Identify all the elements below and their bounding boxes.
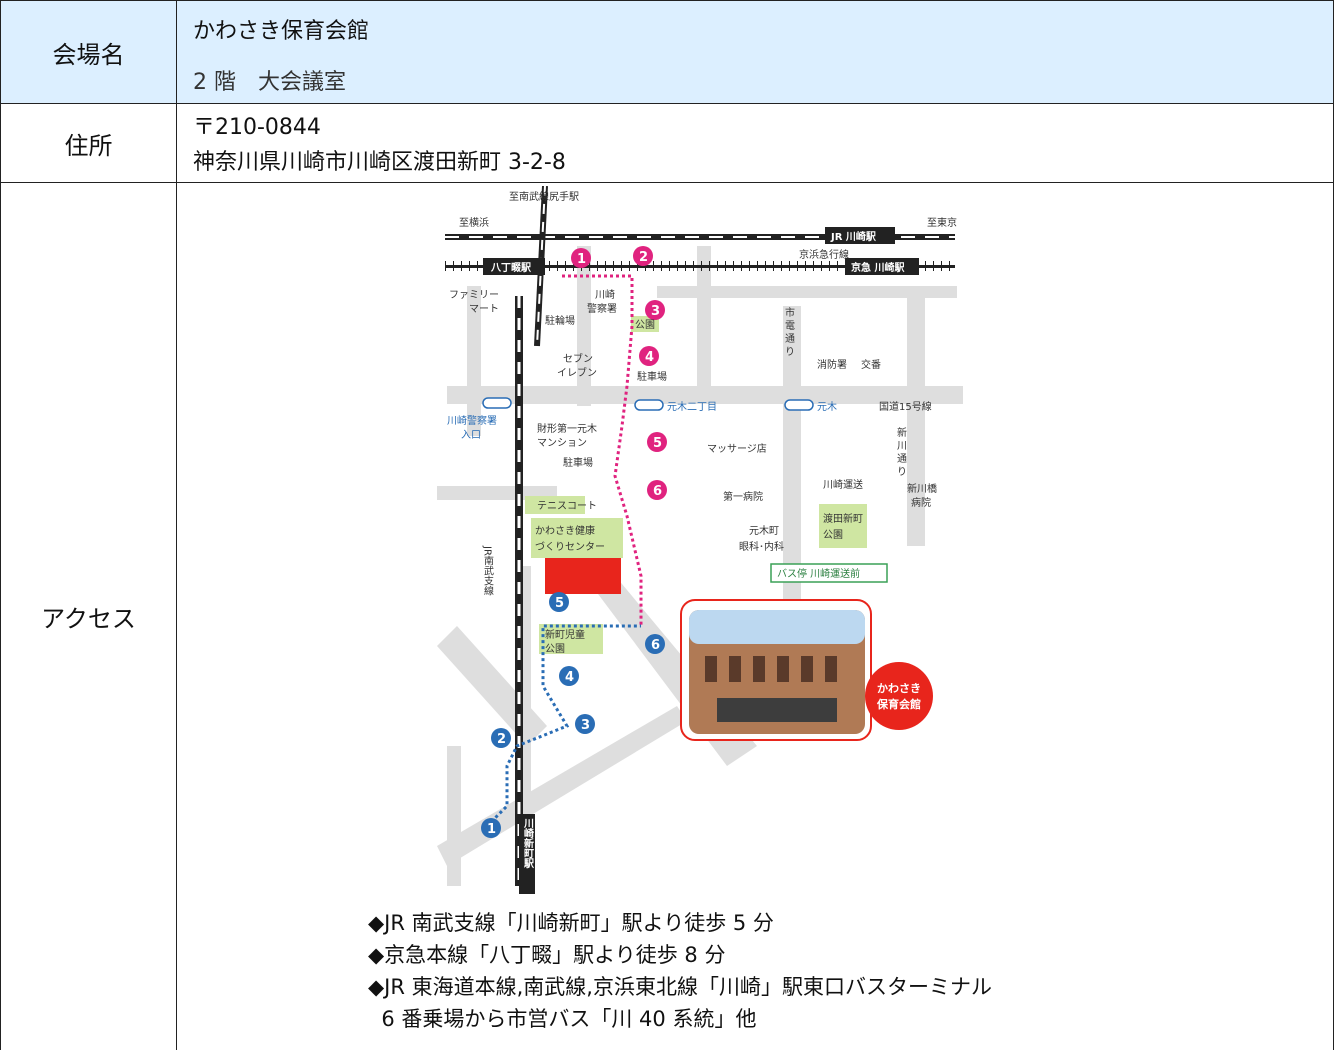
blue-route xyxy=(485,624,641,828)
label-fire-station: 消防署 xyxy=(817,358,847,371)
label-police-2: 警察署 xyxy=(587,302,617,315)
label-motokicho-1: 元木町 xyxy=(749,525,779,537)
label-hall-2: 保育会館 xyxy=(876,697,921,711)
svg-text:4: 4 xyxy=(565,670,574,685)
access-map: 1 2 3 4 5 6 1 2 3 4 5 6 xyxy=(427,185,971,894)
label-watarida-park-1: 渡田新町 xyxy=(823,512,863,525)
label-shiden-3: 通 xyxy=(785,333,795,345)
svg-text:4: 4 xyxy=(645,350,654,365)
pink-route xyxy=(562,274,643,626)
label-jr-kawasaki: JR 川崎駅 xyxy=(830,230,877,243)
label-to-shiriate: 至南武線尻手駅 xyxy=(509,190,579,203)
hall-photo xyxy=(680,599,933,741)
label-hatchonawate: 八丁畷駅 xyxy=(490,261,532,274)
label-keikyu-line: 京浜急行線 xyxy=(799,248,849,261)
hall-marker xyxy=(545,558,621,594)
label-shiden-2: 電 xyxy=(785,320,795,332)
label-shinmachi-park-1: 新町児童 xyxy=(545,628,585,641)
label-to-tokyo: 至東京 xyxy=(927,216,957,229)
label-family-mart-2: マート xyxy=(469,304,499,315)
label-shiden-4: り xyxy=(785,346,795,358)
label-jr-nambu-vertical: JR南武支線 xyxy=(482,545,494,596)
label-shinkawa-3: 通 xyxy=(897,453,907,465)
label-shinkawa-4: り xyxy=(897,466,907,478)
label-park: 公園 xyxy=(635,319,655,331)
label-motoki: 元木 xyxy=(817,401,837,413)
traffic-lights xyxy=(482,397,814,411)
venue-label: 会場名 xyxy=(1,1,177,103)
label-kawasaki-shinmachi: 川崎新町駅 xyxy=(522,818,535,869)
svg-text:6: 6 xyxy=(651,638,660,653)
address-label: 住所 xyxy=(1,104,177,182)
svg-text:2: 2 xyxy=(497,732,506,747)
blue-markers: 1 2 3 4 5 6 xyxy=(481,592,665,838)
label-shinkawabashi-2: 病院 xyxy=(911,496,931,509)
svg-text:3: 3 xyxy=(651,304,660,319)
label-police-entrance-2: 入口 xyxy=(461,430,481,441)
access-note-2: ◆京急本線「八丁畷」駅より徒歩 8 分 xyxy=(368,943,726,967)
venue-name: かわさき保育会館 xyxy=(193,19,370,44)
label-kenko-1: かわさき健康 xyxy=(535,524,595,537)
label-bike-parking: 駐輪場 xyxy=(545,314,575,327)
label-bus-stop: バス停 川崎運送前 xyxy=(777,567,860,580)
address-line: 神奈川県川崎市川崎区渡田新町 3-2-8 xyxy=(193,150,566,175)
label-family-mart-1: ファミリー xyxy=(449,290,499,301)
label-to-yokohama: 至横浜 xyxy=(459,216,489,229)
label-police-entrance-1: 川崎警察署 xyxy=(447,414,497,427)
svg-text:3: 3 xyxy=(581,718,590,733)
label-watarida-park-2: 公園 xyxy=(823,529,843,541)
label-mansion-1: 財形第一元木 xyxy=(537,422,597,435)
address-row: 住所 〒210-0844 神奈川県川崎市川崎区渡田新町 3-2-8 xyxy=(0,103,1334,183)
label-shiden-1: 市 xyxy=(785,306,795,319)
access-note-4: 6 番乗場から市営バス「川 40 系統」他 xyxy=(368,1007,757,1031)
label-motokicho-2: 眼科･内科 xyxy=(739,540,784,553)
access-label: アクセス xyxy=(1,183,177,1050)
label-shinkawabashi-1: 新川橋 xyxy=(907,482,937,495)
pink-markers: 1 2 3 4 5 6 xyxy=(571,246,667,500)
label-keikyu-kawasaki: 京急 川崎駅 xyxy=(851,261,905,274)
label-hall-1: かわさき xyxy=(877,682,921,695)
access-map-svg: 1 2 3 4 5 6 1 2 3 4 5 6 xyxy=(427,185,971,894)
label-seven-2: イレブン xyxy=(557,366,597,379)
label-koban: 交番 xyxy=(861,358,881,371)
label-shinmachi-park-2: 公園 xyxy=(545,643,565,655)
label-shinkawa-2: 川 xyxy=(897,441,907,452)
svg-text:1: 1 xyxy=(487,822,496,837)
bus-stop-box xyxy=(770,563,888,583)
label-parking-2: 駐車場 xyxy=(563,456,593,469)
svg-text:2: 2 xyxy=(639,250,648,265)
park-boxes xyxy=(525,316,867,654)
label-route15: 国道15号線 xyxy=(879,400,932,413)
access-note-1: ◆JR 南武支線「川崎新町」駅より徒歩 5 分 xyxy=(368,911,774,935)
label-massage: マッサージ店 xyxy=(707,442,767,455)
label-hospital: 第一病院 xyxy=(723,490,763,503)
venue-row: 会場名 かわさき保育会館 2 階 大会議室 xyxy=(0,0,1334,104)
label-kenko-2: づくりセンター xyxy=(535,541,605,553)
label-motoki-2: 元木二丁目 xyxy=(667,401,717,413)
venue-room: 2 階 大会議室 xyxy=(193,70,346,95)
svg-text:5: 5 xyxy=(653,436,662,451)
svg-text:5: 5 xyxy=(555,596,564,611)
label-kawasaki-unso: 川崎運送 xyxy=(823,478,863,491)
label-tennis: テニスコート xyxy=(537,501,597,512)
svg-text:1: 1 xyxy=(577,252,586,267)
station-boxes xyxy=(483,227,919,894)
label-parking: 駐車場 xyxy=(637,370,667,383)
label-mansion-2: マンション xyxy=(537,438,587,449)
label-seven-1: セブン xyxy=(563,352,593,365)
svg-text:6: 6 xyxy=(653,484,662,499)
postal-code: 〒210-0844 xyxy=(193,115,321,140)
access-note-3: ◆JR 東海道本線,南武線,京浜東北線「川崎」駅東口バスターミナル xyxy=(368,975,992,999)
label-police-1: 川崎 xyxy=(595,288,615,301)
label-shinkawa-1: 新 xyxy=(897,426,907,439)
